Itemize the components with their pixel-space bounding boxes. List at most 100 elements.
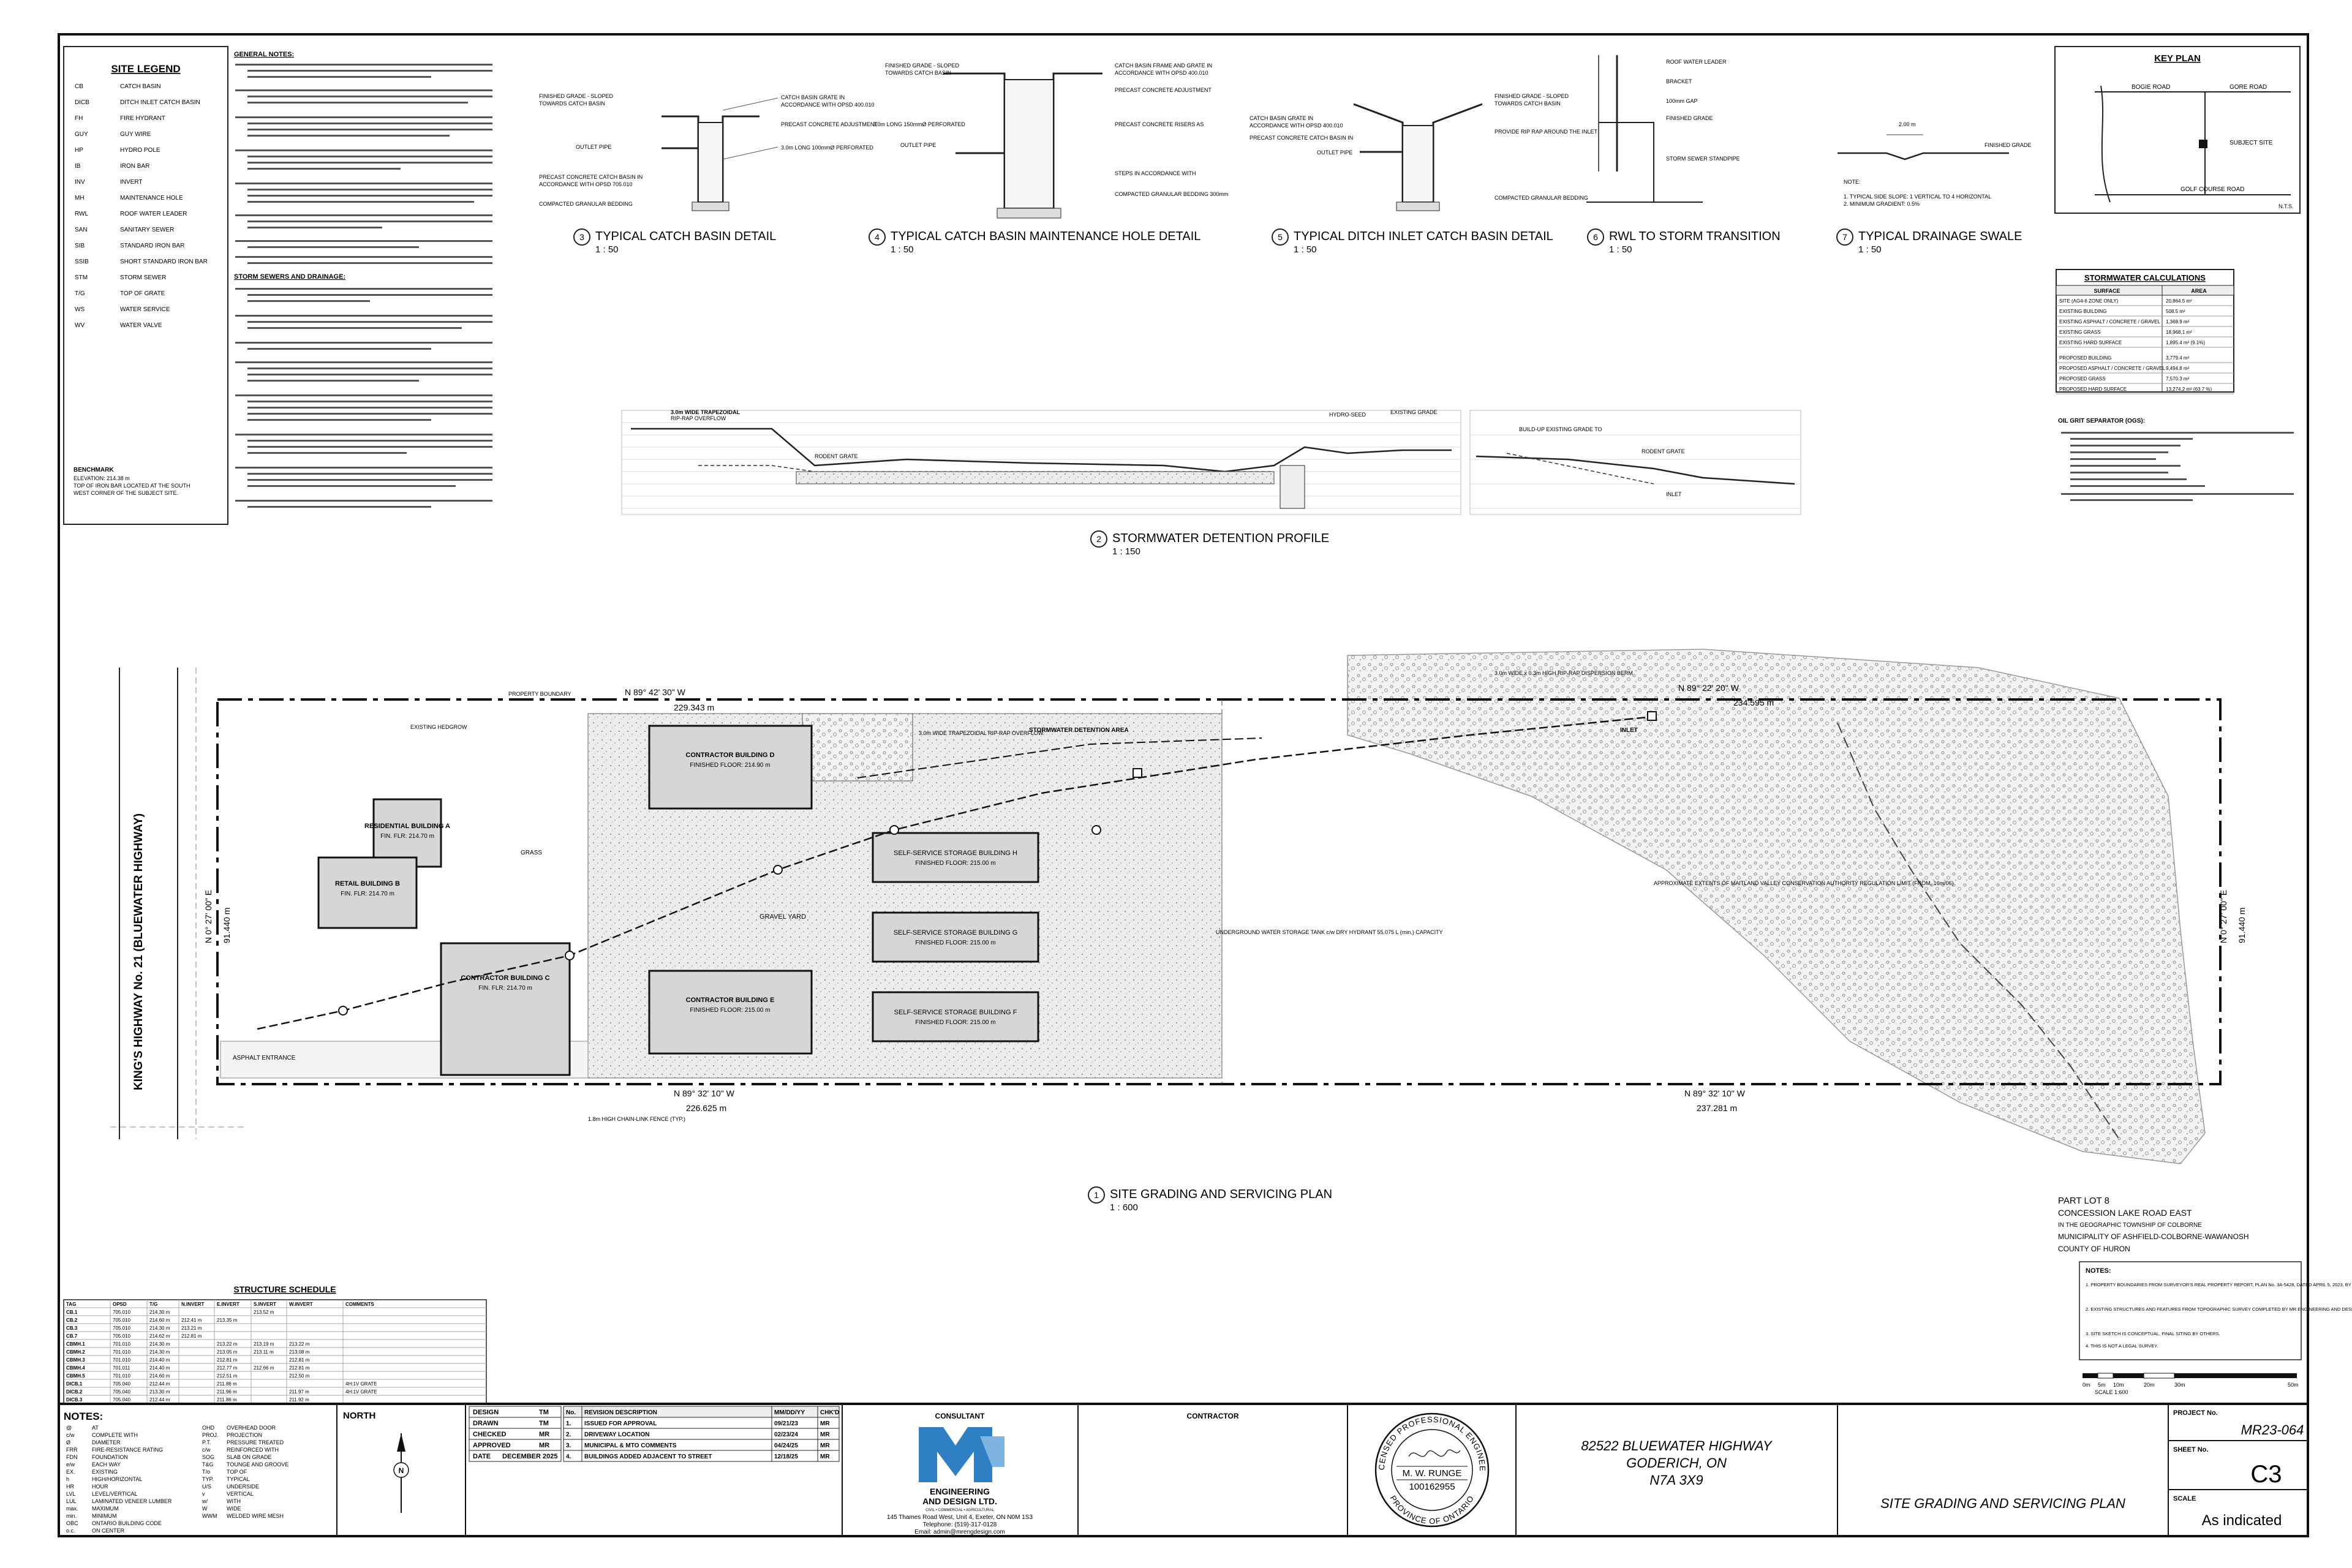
svg-text:3.0m LONG 100mmØ PERFORATED: 3.0m LONG 100mmØ PERFORATED [781,145,873,151]
stormwater-detention-profile: 3.0m WIDE TRAPEZOIDAL RIP-RAP OVERFLOW R… [621,409,1801,557]
schedule-header: W.INVERT [289,1302,313,1307]
bearing-left: N 0° 27' 00" E [203,890,213,943]
revision-cell: BUILDINGS ADDED ADJACENT TO STREET [584,1453,712,1460]
schedule-cell: 213.11 m [254,1349,274,1355]
revision-cell: 2. [566,1431,571,1438]
key-plan-bogie: BOGIE ROAD [2132,84,2170,91]
svg-text:FINISHED GRADE - SLOPED: FINISHED GRADE - SLOPED [539,93,614,99]
maitland-label: APPROXIMATE EXTENTS OF MAITLAND VALLEY C… [1654,880,1954,886]
abbrev-code: TYP. [202,1476,214,1482]
abbrev-meaning: LAMINATED VENEER LUMBER [92,1498,172,1504]
schedule-header: TAG [66,1302,76,1307]
detail-5-number: 5 [1278,232,1283,242]
design-field-value: MR [539,1442,549,1449]
svg-text:FINISHED FLOOR: 215.00 m: FINISHED FLOOR: 215.00 m [915,860,995,867]
scale-label-5: 50m [2288,1382,2299,1388]
profile-scale: 1 : 150 [1112,546,1140,557]
schedule-cell: CBMH.2 [66,1349,85,1355]
project-no-label: PROJECT No. [2173,1409,2218,1417]
legend-code: HP [75,147,83,154]
legend-label: CATCH BASIN [120,83,161,90]
legend-code: STM [75,274,88,281]
svg-text:CATCH BASIN GRATE IN: CATCH BASIN GRATE IN [781,94,845,100]
svg-text:3.0m WIDE TRAPEZOIDAL: 3.0m WIDE TRAPEZOIDAL [671,409,741,415]
general-notes-title: GENERAL NOTES: [234,51,294,58]
design-field-label: CHECKED [473,1431,506,1438]
trapezoidal-label: 3.0m WIDE TRAPEZOIDAL RIP-RAP OVERFLOW [919,730,1044,736]
dist-bottom-right: 237.281 m [1697,1103,1737,1113]
revision-cell: DRIVEWAY LOCATION [584,1431,650,1438]
schedule-cell: DICB.1 [66,1381,83,1387]
calc-surface: PROPOSED ASPHALT / CONCRETE / GRAVEL [2059,366,2165,371]
company-logo: ENGINEERING AND DESIGN LTD. CIVIL • COMM… [919,1427,1005,1512]
abbrev-meaning: AT [92,1425,99,1431]
legend-label: SHORT STANDARD IRON BAR [120,258,208,265]
abbrev-code: T&G [202,1461,214,1468]
calc-surface: EXISTING HARD SURFACE [2059,340,2122,345]
dist-left: 91.440 m [222,908,232,943]
schedule-cell: 213.21 m [181,1325,202,1331]
detail-6-title: RWL TO STORM TRANSITION [1609,230,1781,243]
svg-text:RESIDENTIAL BUILDING A: RESIDENTIAL BUILDING A [364,823,450,830]
legend-code: WS [75,306,85,313]
calc-area: 508.5 m² [2166,309,2185,314]
dist-top-left: 229.343 m [674,703,714,712]
revision-cell: 09/21/23 [774,1420,798,1427]
design-field-label: APPROVED [473,1442,511,1449]
schedule-cell: 705.010 [113,1317,130,1323]
scale-label: SCALE [2173,1495,2196,1502]
svg-text:FINISHED FLOOR: 215.00 m: FINISHED FLOOR: 215.00 m [690,1007,770,1014]
svg-text:TOWARDS CATCH BASIN: TOWARDS CATCH BASIN [885,70,951,76]
svg-text:CONTRACTOR BUILDING D: CONTRACTOR BUILDING D [685,752,774,759]
revision-cell: MUNICIPAL & MTO COMMENTS [584,1442,677,1449]
schedule-cell: 4H:1V GRATE [345,1389,377,1395]
schedule-header: S.INVERT [254,1302,276,1307]
schedule-cell: 212.81 m [289,1357,310,1363]
schedule-cell: 212.81 m [181,1333,202,1339]
legend-label: WATER SERVICE [120,306,170,313]
svg-text:ACCORDANCE WITH OPSD 705.010: ACCORDANCE WITH OPSD 705.010 [539,181,633,187]
revision-cell: 04/24/25 [774,1442,798,1449]
abbrev-code: FRR [66,1447,78,1453]
svg-text:FIN. FLR: 214.70 m: FIN. FLR: 214.70 m [478,985,532,992]
legend-code: FH [75,115,83,122]
schedule-cell: 705.010 [113,1325,130,1331]
calc-surface: EXISTING BUILDING [2059,309,2106,314]
svg-text:PRECAST CONCRETE ADJUSTMENT: PRECAST CONCRETE ADJUSTMENT [781,121,878,127]
legend-label: IRON BAR [120,163,149,170]
svg-text:TOWARDS CATCH BASIN: TOWARDS CATCH BASIN [1494,100,1561,107]
plan-scale: 1 : 600 [1110,1202,1138,1213]
detail-6-scale: 1 : 50 [1609,244,1632,255]
calc-area: 9,494.8 m² [2166,366,2190,371]
contractor-building-c: CONTRACTOR BUILDING C FIN. FLR: 214.70 m [440,942,571,1076]
existing-hedgerow-label: EXISTING HEDGROW [410,724,467,730]
svg-text:FINISHED FLOOR: 214.90 m: FINISHED FLOOR: 214.90 m [690,762,770,769]
legend-code: WV [75,322,85,329]
legal-county: COUNTY OF HURON [2058,1245,2130,1253]
svg-text:RIP-RAP OVERFLOW: RIP-RAP OVERFLOW [671,415,726,421]
abbrev-meaning: DIAMETER [92,1439,121,1446]
calc-area: 3,779.4 m² [2166,355,2190,361]
schedule-cell: 212.41 m [181,1317,202,1323]
scale-label-4: 30m [2174,1382,2185,1388]
calc-area: 20,864.5 m² [2166,298,2192,304]
abbrev-meaning: TOUNGE AND GROOVE [227,1461,288,1468]
schedule-cell: 213.19 m [254,1341,274,1347]
schedule-cell: 212.44 m [149,1397,170,1403]
abbrev-meaning: UNDERSIDE [227,1483,259,1490]
scale-label-2: 10m [2113,1382,2124,1388]
svg-text:2.00 m: 2.00 m [1899,121,1916,127]
schedule-cell: 701.011 [113,1365,130,1371]
schedule-cell: 214.60 m [149,1317,170,1323]
dist-top-right: 234.595 m [1733,698,1774,707]
dist-right: 91.440 m [2237,908,2247,943]
abbrev-meaning: ON CENTER [92,1528,125,1534]
seal-name: M. W. RUNGE [1403,1468,1462,1479]
design-field-value: TM [539,1420,549,1427]
schedule-cell: CBMH.3 [66,1357,85,1363]
schedule-cell: 211.86 m [217,1381,237,1387]
project-address-3: N7A 3X9 [1649,1472,1703,1488]
schedule-cell: 214.40 m [149,1357,170,1363]
